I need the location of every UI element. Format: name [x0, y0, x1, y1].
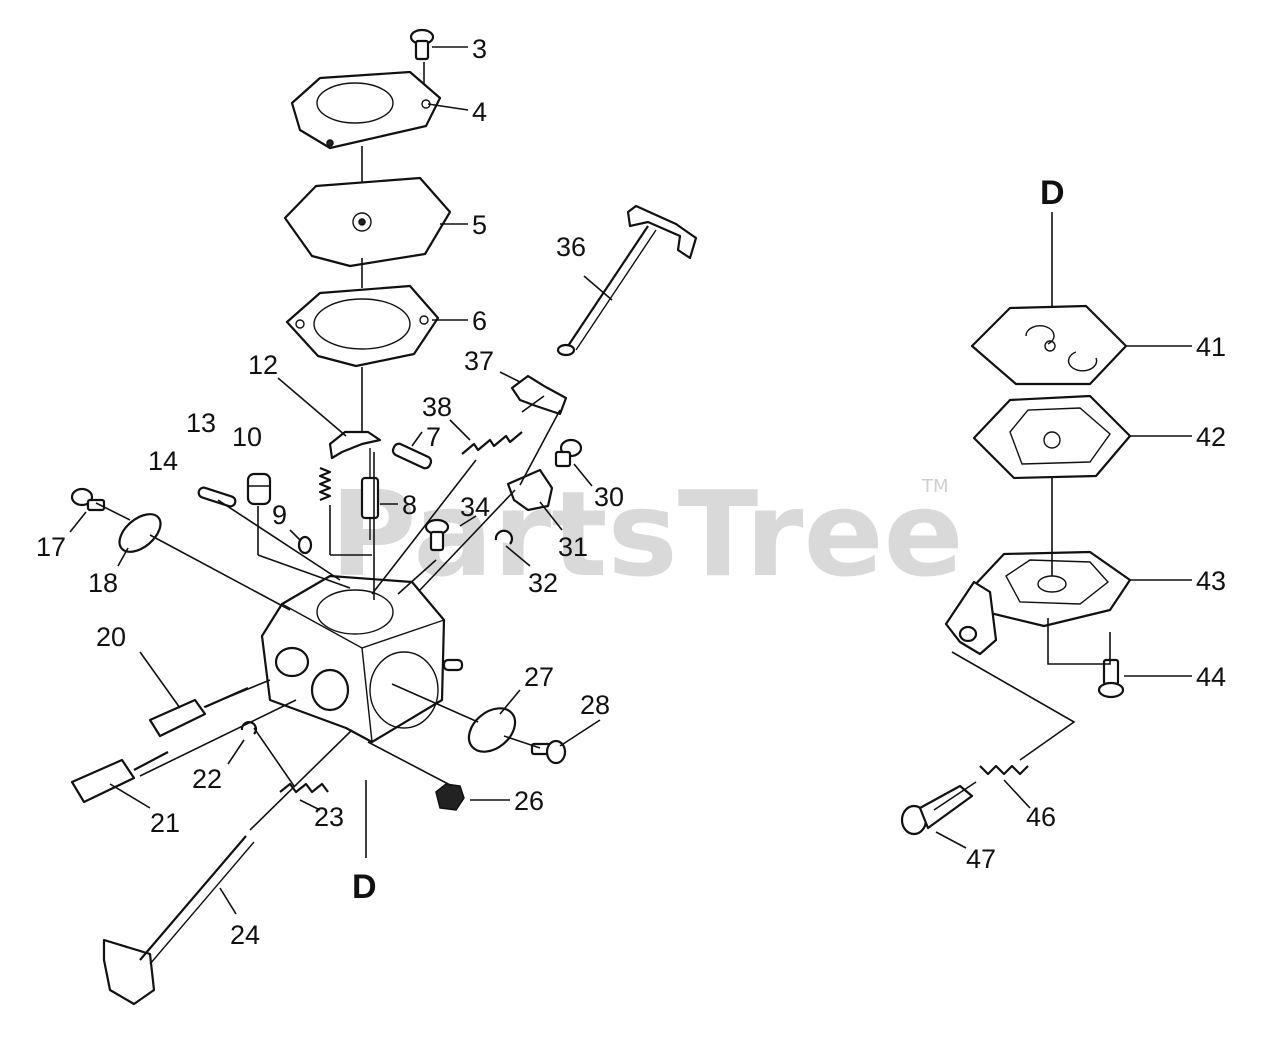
part-14-pin[interactable]	[197, 486, 237, 508]
leader-lines-right	[935, 345, 1192, 849]
part-3-screw[interactable]	[409, 28, 435, 61]
callout-7: 7	[426, 422, 441, 452]
part-10-spring[interactable]	[318, 466, 332, 502]
callout-34: 34	[460, 492, 490, 522]
callout-38: 38	[422, 392, 452, 422]
callout-43: 43	[1196, 566, 1226, 596]
part-26-nut[interactable]	[435, 783, 465, 811]
part-38-spring[interactable]	[461, 431, 523, 455]
callout-3: 3	[472, 34, 487, 64]
part-12-metering-lever[interactable]	[328, 430, 382, 460]
callout-30: 30	[594, 482, 624, 512]
part-30-screw[interactable]	[554, 438, 583, 468]
part-46-spring[interactable]	[979, 764, 1029, 776]
part-42-gasket[interactable]	[972, 394, 1132, 480]
part-13-plug[interactable]	[246, 472, 272, 506]
callout-12: 12	[248, 350, 278, 380]
assembly-lines-left	[95, 258, 561, 858]
callout-26: 26	[514, 786, 544, 816]
callout-13: 13	[186, 408, 216, 438]
watermark-logo: PartsTree	[330, 465, 964, 603]
part-17-screw[interactable]	[70, 487, 106, 512]
watermark: PartsTree TM	[330, 465, 964, 603]
callout-8: 8	[402, 490, 417, 520]
callout-27: 27	[524, 662, 554, 692]
callout-42: 42	[1196, 422, 1226, 452]
part-22-clip[interactable]	[240, 721, 257, 735]
callout-28: 28	[580, 690, 610, 720]
part-47-needle[interactable]	[900, 784, 974, 836]
part-37-lever[interactable]	[510, 374, 568, 416]
part-28-screw[interactable]	[530, 739, 567, 765]
callout-18: 18	[88, 568, 118, 598]
callout-labels: 3 4 5 6 12 13 10 14 9 7 8 17 18 36 37 38…	[36, 34, 1226, 950]
section-mark-d-right: D	[1040, 174, 1065, 212]
section-mark-d-left: D	[352, 868, 377, 906]
part-6-gasket[interactable]	[285, 284, 440, 368]
callout-41: 41	[1196, 332, 1226, 362]
callout-37: 37	[464, 346, 494, 376]
part-44-screw[interactable]	[1097, 658, 1125, 699]
part-41-diaphragm[interactable]	[970, 304, 1128, 386]
callout-24: 24	[230, 920, 260, 950]
callout-21: 21	[150, 808, 180, 838]
part-24-choke-shaft[interactable]	[102, 835, 255, 1006]
callout-32: 32	[528, 568, 558, 598]
leader-lines-left	[69, 46, 613, 915]
part-18-disc[interactable]	[113, 507, 168, 559]
callout-46: 46	[1026, 802, 1056, 832]
callout-20: 20	[96, 622, 126, 652]
carburetor-body[interactable]	[260, 574, 464, 744]
part-27-disc[interactable]	[461, 699, 524, 760]
callout-31: 31	[558, 532, 588, 562]
part-31-lever[interactable]	[506, 468, 554, 512]
part-36-shaft[interactable]	[556, 204, 698, 357]
watermark-trademark: TM	[921, 476, 949, 497]
callout-5: 5	[472, 210, 487, 240]
part-4-pump-cover[interactable]	[290, 70, 442, 150]
callout-23: 23	[314, 802, 344, 832]
callout-47: 47	[966, 844, 996, 874]
callout-9: 9	[272, 500, 287, 530]
callout-44: 44	[1196, 662, 1226, 692]
callout-14: 14	[148, 446, 178, 476]
part-21-needle[interactable]	[70, 751, 169, 804]
assembly-lines-right	[933, 212, 1111, 811]
callout-4: 4	[472, 97, 487, 127]
part-34-screw[interactable]	[424, 518, 450, 552]
part-43-pump-body[interactable]	[944, 550, 1132, 656]
callout-10: 10	[232, 422, 262, 452]
callout-22: 22	[192, 764, 222, 794]
callout-36: 36	[556, 232, 586, 262]
callout-17: 17	[36, 532, 66, 562]
part-9-o-ring[interactable]	[297, 535, 313, 555]
part-5-diaphragm[interactable]	[283, 176, 452, 268]
part-32-clip[interactable]	[494, 529, 513, 545]
part-23-spring[interactable]	[279, 782, 329, 794]
callout-6: 6	[472, 306, 487, 336]
part-7-pin[interactable]	[391, 442, 433, 470]
